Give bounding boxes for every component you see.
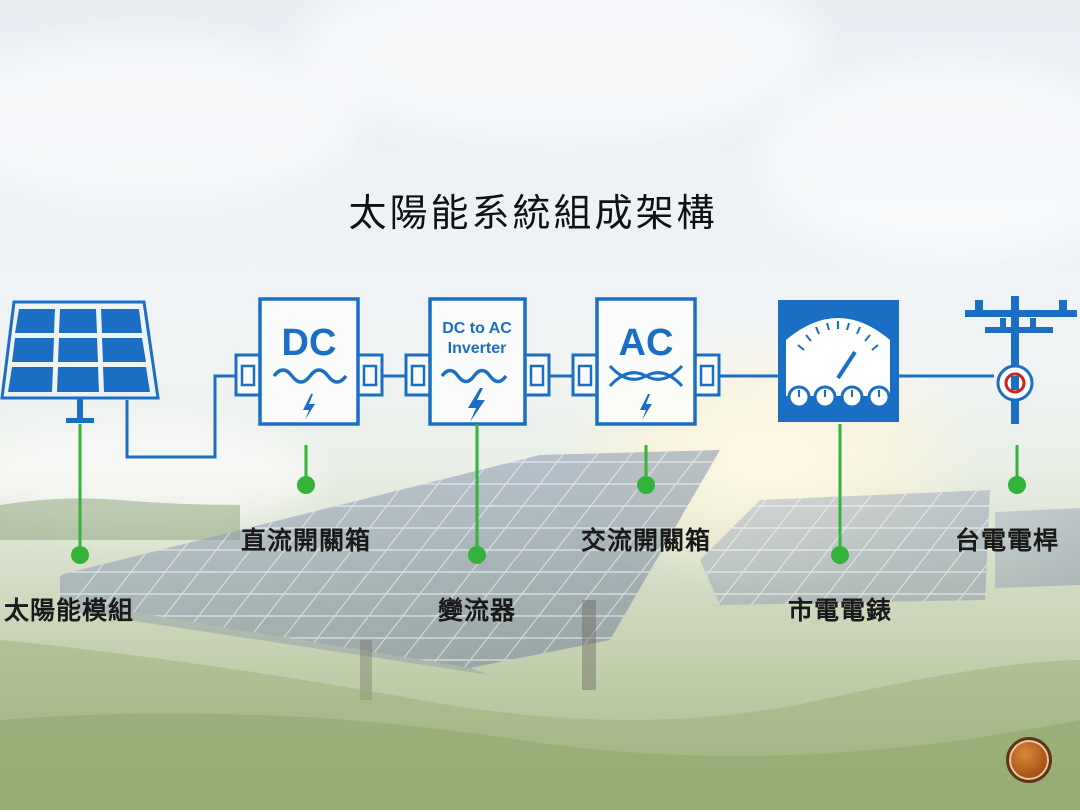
leader-dot — [297, 476, 315, 494]
inverter-text-line2: Inverter — [448, 340, 507, 357]
ac-box-text: AC — [619, 322, 674, 364]
label-ac-switchbox: 交流開關箱 — [580, 526, 712, 555]
leader-dots — [71, 476, 1026, 564]
leader-dot — [637, 476, 655, 494]
leader-dot — [831, 546, 849, 564]
cloud — [0, 420, 320, 530]
label-inverter: 變流器 — [437, 596, 517, 625]
utility-pole-icon — [965, 296, 1077, 424]
inverter-text-line1: DC to AC — [442, 320, 512, 337]
ac-box-icon: AC — [571, 297, 721, 426]
dc-box-icon: DC — [234, 297, 384, 426]
label-meter: 市電電錶 — [787, 596, 893, 625]
label-dc-switchbox: 直流開關箱 — [240, 526, 372, 555]
leader-dot — [71, 546, 89, 564]
leader-lines — [78, 424, 1019, 553]
dc-box-text: DC — [282, 322, 337, 364]
cloud — [0, 40, 360, 200]
leader-dot — [1008, 476, 1026, 494]
cloud — [760, 60, 1080, 260]
label-solar-module: 太陽能模組 — [4, 596, 135, 625]
leader-dot — [468, 546, 486, 564]
label-utility-pole: 台電電桿 — [955, 526, 1060, 555]
diagram-title: 太陽能系統組成架構 — [348, 191, 718, 235]
solar-panel-icon — [0, 300, 160, 423]
cloud — [300, 0, 820, 140]
meter-icon — [778, 300, 899, 422]
inverter-icon: DC to AC Inverter — [404, 297, 551, 426]
wiring — [125, 374, 994, 459]
next-slide-icon[interactable] — [1006, 737, 1052, 783]
